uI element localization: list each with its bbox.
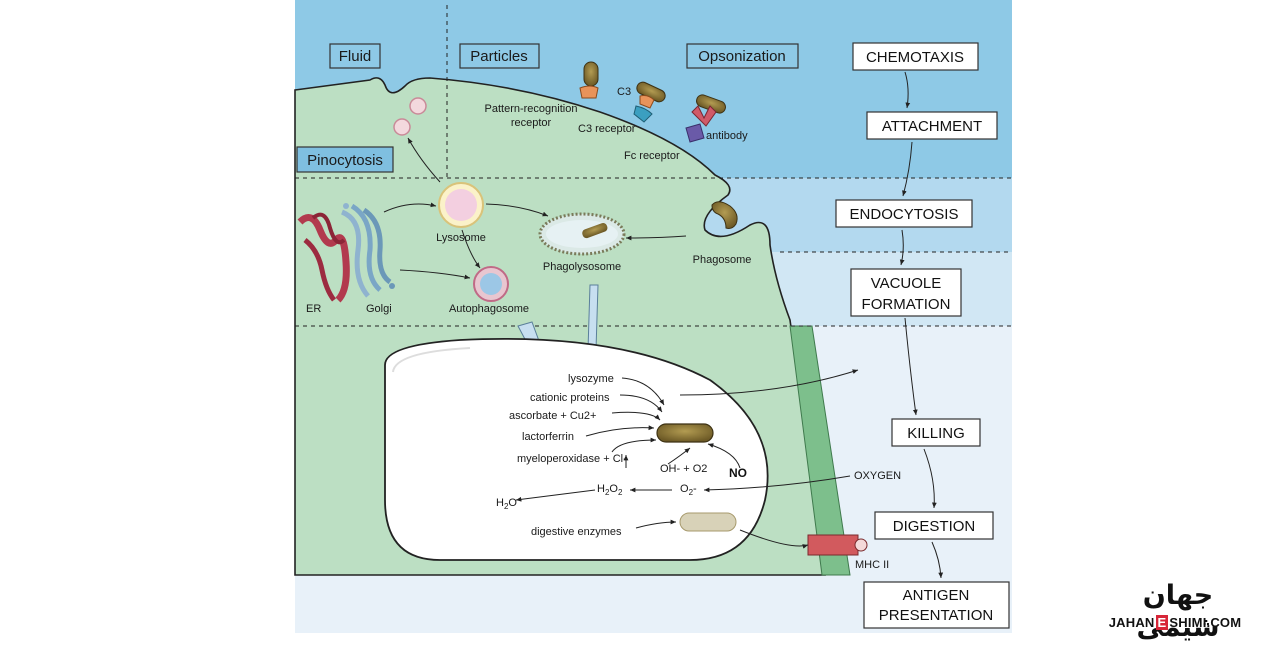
step-vacuole-label-2: FORMATION [862,296,951,313]
step-chemotaxis: CHEMOTAXIS [852,42,979,71]
phagolysosome-organelle [538,212,626,256]
label-c3: C3 [617,86,631,98]
step-antigen-presentation: ANTIGEN PRESENTATION [863,581,1010,629]
organelle-arrows [383,137,687,280]
label-c3-receptor: C3 receptor [578,123,636,135]
tab-pinocytosis: Pinocytosis [296,146,394,173]
logo-persian-text: جهان شیمی [1136,580,1220,643]
label-h2o2: H2O2 [597,483,623,497]
label-oxygen: OXYGEN [854,470,901,482]
step-digestion-label: DIGESTION [893,518,976,535]
label-phagolysosome: Phagolysosome [543,261,621,273]
label-digestive: digestive enzymes [531,526,622,538]
label-lactoferrin: lactorferrin [522,431,574,443]
tab-fluid-label: Fluid [339,48,372,65]
tab-opsonization: Opsonization [686,43,799,69]
label-lysozyme: lysozyme [568,373,614,385]
tab-particles: Particles [459,43,540,69]
label-no: NO [729,466,747,480]
lysosome-organelle [438,182,484,228]
c3-receptor-complex [633,81,666,123]
step-digestion: DIGESTION [874,511,994,540]
step-vacuole-formation: VACUOLE FORMATION [850,268,962,317]
label-h2o: H2O [496,497,517,511]
mhc-ii-molecule [807,534,868,556]
label-prr-2: receptor [511,117,552,129]
er-organelle [297,212,350,303]
label-er: ER [306,303,321,315]
label-antibody: antibody [706,130,748,142]
phagosome-bacterium [711,201,738,229]
step-attachment: ATTACHMENT [866,111,998,140]
label-prr-1: Pattern-recognition [485,103,578,115]
label-golgi: Golgi [366,303,392,315]
tab-particles-label: Particles [470,48,528,65]
membrane-band [789,325,851,576]
pinocytic-vesicle [409,97,427,115]
autophagosome-organelle [473,266,509,302]
step-flow-arrows [899,71,944,579]
tab-pinocytosis-label: Pinocytosis [307,152,383,169]
fc-receptor-complex [685,94,726,143]
golgi-organelle [340,203,395,298]
label-lysosome: Lysosome [436,232,486,244]
label-cationic: cationic proteins [530,392,610,404]
label-autophagosome: Autophagosome [449,303,529,315]
label-oh: OH- + O2 [660,463,707,475]
killing-arrows [515,369,859,549]
step-endocytosis: ENDOCYTOSIS [835,199,973,228]
step-killing-label: KILLING [907,425,965,442]
label-phagosome: Phagosome [693,254,752,266]
step-chemotaxis-label: CHEMOTAXIS [866,49,964,66]
tab-opsonization-label: Opsonization [698,48,786,65]
step-killing: KILLING [891,418,981,447]
killing-vacuole [384,337,769,561]
digested-bacterium [679,512,737,532]
pattern-recognition-receptor [579,61,599,99]
label-mhc: MHC II [855,559,889,571]
tab-fluid: Fluid [329,43,381,69]
step-antigen-label-2: PRESENTATION [879,607,993,624]
pinocytic-vesicle [393,118,411,136]
step-attachment-label: ATTACHMENT [882,118,982,135]
label-myeloperoxidase: myeloperoxidase + Cl- [517,453,627,465]
label-ascorbate: ascorbate + Cu2+ [509,410,596,422]
label-o2: O2- [680,483,697,497]
label-fc-receptor: Fc receptor [624,150,680,162]
vacuole-bacterium [656,423,714,443]
step-vacuole-label-1: VACUOLE [871,275,942,292]
step-endocytosis-label: ENDOCYTOSIS [850,206,959,223]
step-antigen-label-1: ANTIGEN [903,587,970,604]
